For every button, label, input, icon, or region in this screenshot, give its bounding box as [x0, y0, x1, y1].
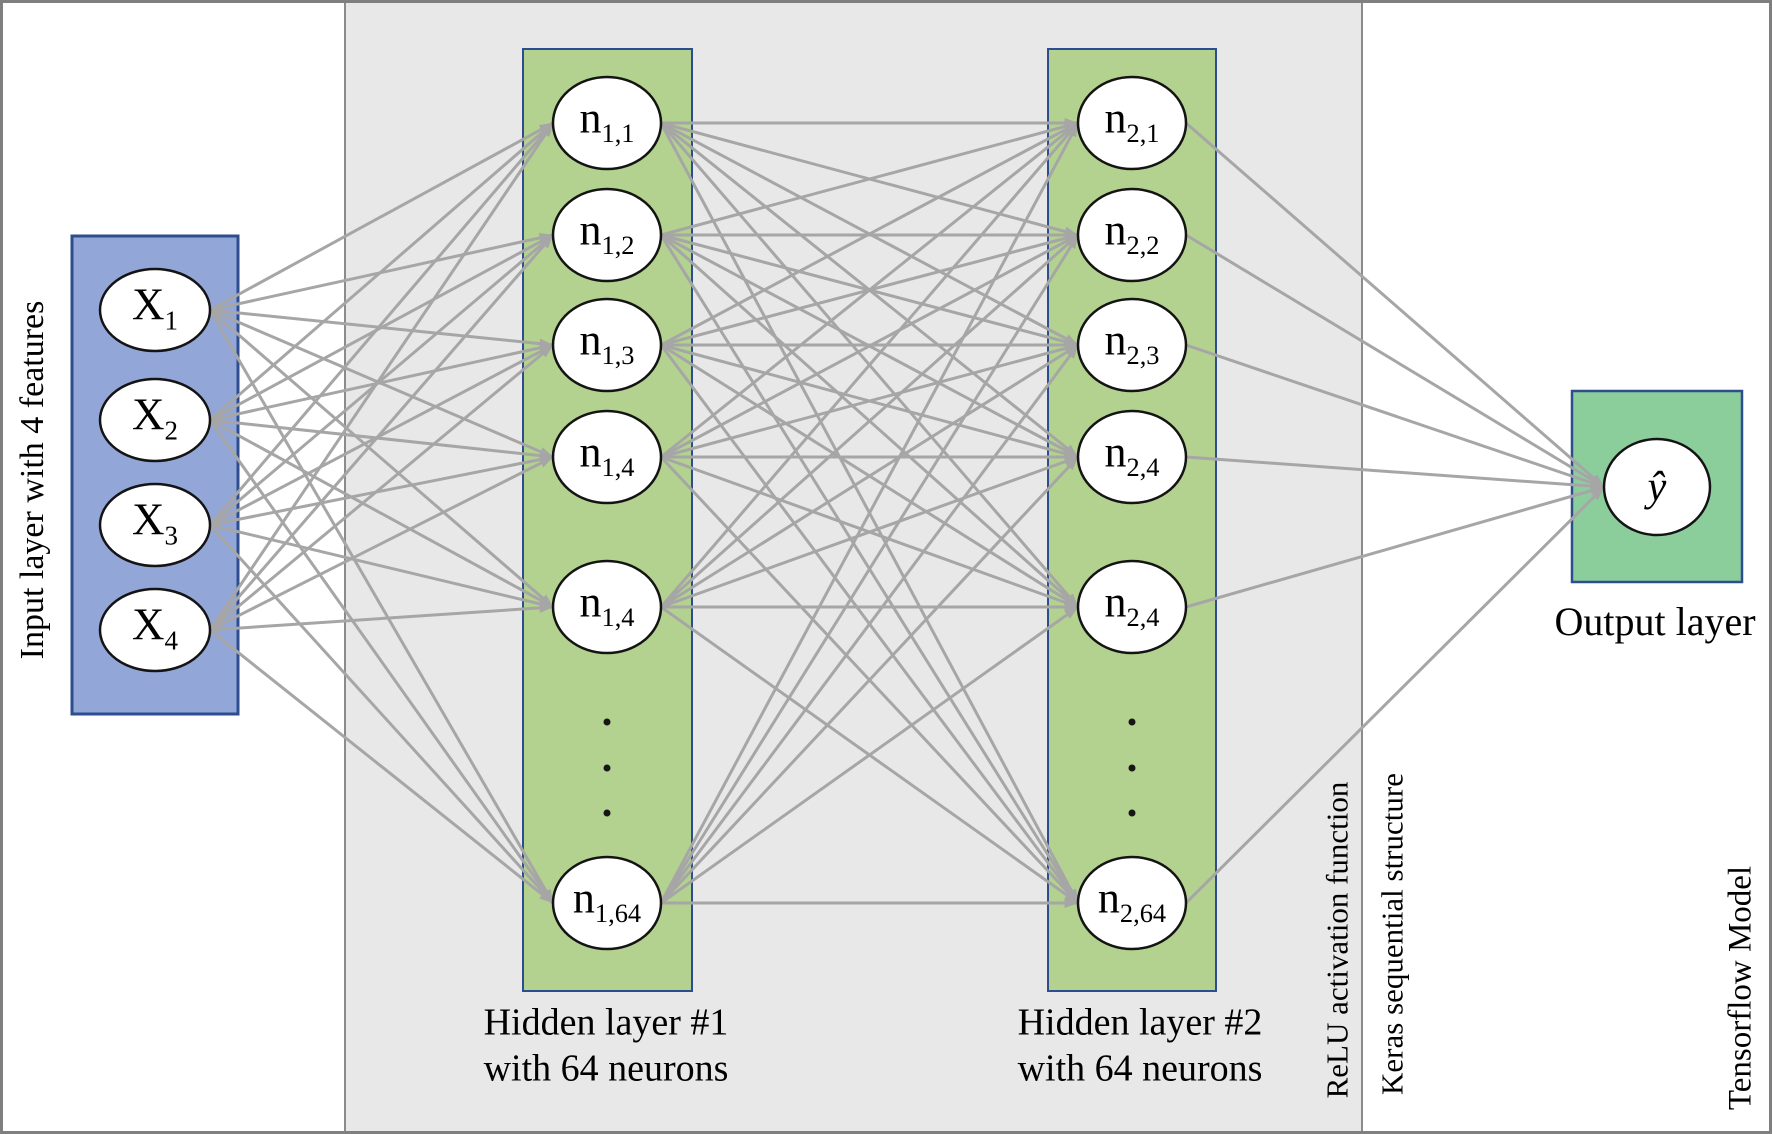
hidden2-node	[1076, 559, 1188, 655]
hidden1-node	[551, 75, 663, 171]
ellipsis-dot	[603, 764, 611, 772]
ellipsis-dot	[1128, 718, 1136, 726]
output-node	[1602, 437, 1712, 537]
input-node	[98, 587, 212, 673]
neuron-nodes	[98, 75, 1712, 951]
hidden1-node	[551, 297, 663, 393]
hidden1-node	[551, 855, 663, 951]
hidden1-node	[551, 559, 663, 655]
hidden2-node	[1076, 187, 1188, 283]
panel-right-line	[1361, 0, 1363, 1134]
hidden2-node	[1076, 855, 1188, 951]
input-node	[98, 267, 212, 353]
hidden1-node	[551, 409, 663, 505]
hidden2-node	[1076, 75, 1188, 171]
hidden1-node	[551, 187, 663, 283]
hidden2-node	[1076, 297, 1188, 393]
ellipsis-dot	[1128, 764, 1136, 772]
input-node	[98, 482, 212, 568]
hidden2-node	[1076, 409, 1188, 505]
input-node	[98, 377, 212, 463]
ellipsis-dots	[603, 718, 1136, 817]
panel-left-line	[344, 0, 346, 1134]
connection-arrows	[208, 118, 1606, 908]
ellipsis-dot	[603, 718, 611, 726]
ellipsis-dot	[603, 809, 611, 817]
ellipsis-dot	[1128, 809, 1136, 817]
